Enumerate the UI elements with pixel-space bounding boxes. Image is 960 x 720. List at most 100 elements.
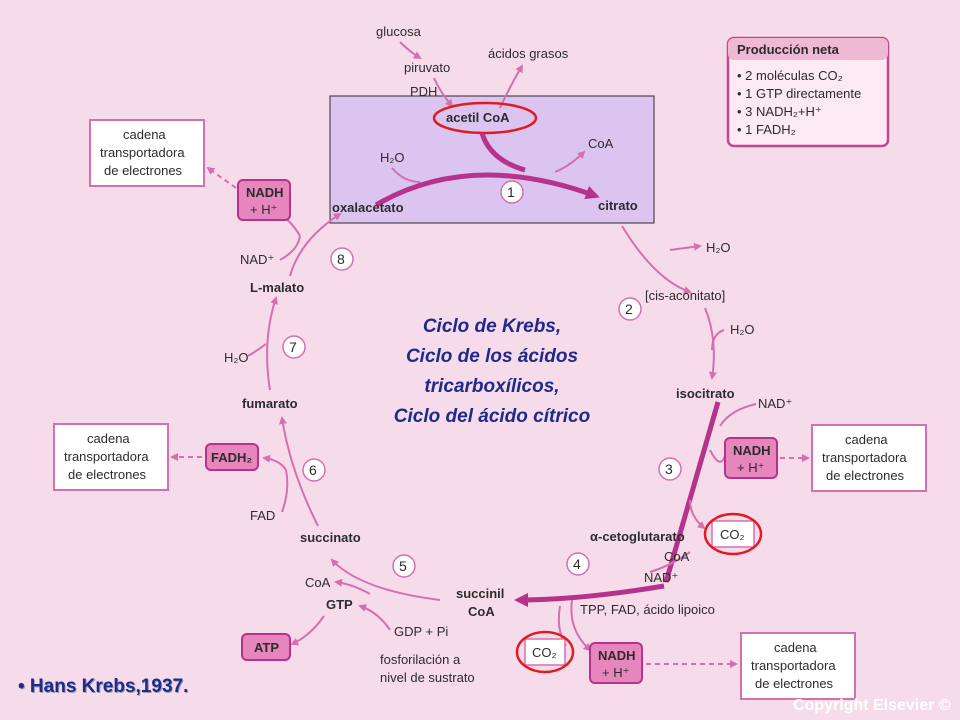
h2o-step2-arrow <box>669 242 702 251</box>
step-2-badge <box>618 297 642 321</box>
step-6-badge <box>302 458 326 482</box>
nad-step8-label: NAD⁺ <box>240 252 274 267</box>
step-5-number: 5 <box>399 558 407 574</box>
step1-main-arrow <box>374 172 600 208</box>
chain-line2: transportadora <box>822 450 907 465</box>
proton-label: + H⁺ <box>250 202 277 217</box>
step-4-badge <box>566 552 590 576</box>
co2-box-step4 <box>524 638 566 666</box>
co2-highlight-step4 <box>515 630 575 674</box>
acetil-coa-merge <box>479 132 526 173</box>
step-8-badge <box>330 247 354 271</box>
step4-main-arrow <box>514 583 665 607</box>
chain-line3: de electrones <box>826 468 905 483</box>
production-header <box>728 38 888 60</box>
coa-step4-label: CoA <box>664 549 690 564</box>
electron-chain-box-top-left <box>89 119 205 187</box>
h2o-step1-arrow <box>391 167 421 183</box>
fosforilacion-label: fosforilación a <box>380 652 461 667</box>
electron-chain-box-left <box>53 423 169 491</box>
glucosa-label: glucosa <box>376 24 422 39</box>
acetil-coa-label: acetil CoA <box>446 110 510 125</box>
cycle-title-line3: tricarboxílicos, <box>424 376 559 397</box>
h2o-step2b-arrow <box>711 329 725 351</box>
succinil-coa-label: succinil <box>456 586 504 601</box>
succinato-label: succinato <box>300 530 361 545</box>
chain-line2: transportadora <box>64 449 149 464</box>
chain-line1: cadena <box>774 640 817 655</box>
atp-arrow <box>290 615 325 646</box>
co2-label: CO₂ <box>720 527 745 542</box>
nad-step3-label: NAD⁺ <box>758 396 792 411</box>
step-7-badge <box>282 335 306 359</box>
proton-label: + H⁺ <box>737 460 764 475</box>
cycle-title-line2: Ciclo de los ácidos <box>406 346 578 367</box>
piruvato-label: piruvato <box>404 60 450 75</box>
nadh-label: NADH <box>733 443 771 458</box>
production-item: • 1 FADH₂ <box>737 122 796 137</box>
isocitrato-label: isocitrato <box>676 386 735 401</box>
fadh2-label: FADH₂ <box>211 450 252 465</box>
production-item: • 1 GTP directamente <box>737 86 861 101</box>
production-item: • 3 NADH₂+H⁺ <box>737 104 822 119</box>
piruvato-arrow <box>433 77 454 108</box>
copyright-watermark: Copyright Elsevier © <box>793 697 951 714</box>
fadh2-carrier <box>205 443 259 471</box>
h2o-step2-label: H₂O <box>706 240 731 255</box>
co2-box-step3 <box>711 520 755 548</box>
step8-arrow <box>289 212 342 277</box>
citrato-label: citrato <box>598 198 638 213</box>
h2o-step7-arrow <box>247 343 267 357</box>
step-7-number: 7 <box>289 339 297 355</box>
fosforilacion-label-2: nivel de sustrato <box>380 670 475 685</box>
step-8-number: 8 <box>337 251 345 267</box>
atp-carrier <box>241 633 291 661</box>
fad-arrow <box>281 469 289 513</box>
step7-arrow <box>266 296 278 391</box>
nadh-carrier-step3 <box>724 437 778 479</box>
cycle-title-line1: Ciclo de Krebs, <box>423 316 561 337</box>
nadh-step4-arrow <box>570 599 592 652</box>
glucosa-arrow <box>399 41 422 60</box>
nadh-label: NADH <box>246 185 284 200</box>
acetil-coa-highlight <box>432 101 538 135</box>
nadh-carrier-step4 <box>589 642 643 684</box>
production-item: • 2 moléculas CO₂ <box>737 68 843 83</box>
chain-line3: de electrones <box>755 676 834 691</box>
step6-arrow <box>278 416 319 527</box>
electron-chain-box-right <box>811 424 927 492</box>
acidos-grasos-label: ácidos grasos <box>488 46 569 61</box>
h2o-step7-label: H₂O <box>224 350 249 365</box>
oxalacetato-label: oxalacetato <box>332 200 404 215</box>
co2-highlight-step3 <box>703 512 763 556</box>
tpp-label: TPP, FAD, ácido lipoico <box>580 602 715 617</box>
chain-line3: de electrones <box>104 163 183 178</box>
fumarato-label: fumarato <box>242 396 298 411</box>
co2-label: CO₂ <box>532 645 557 660</box>
cisaconitato-to-isocitrato-arrow <box>704 307 717 380</box>
step-4-number: 4 <box>573 556 581 572</box>
l-malato-label: L-malato <box>250 280 304 295</box>
nadh-step3-arrow <box>709 449 726 463</box>
h2o-step1-label: H₂O <box>380 150 405 165</box>
nadh-carrier-step8 <box>237 179 291 221</box>
to-chain-arrow-step8 <box>206 166 237 189</box>
coa-step5-label: CoA <box>305 575 331 590</box>
cis-aconitato-label: [cis-aconitato] <box>645 288 725 303</box>
author-credit: • Hans Krebs,1937. <box>18 676 189 697</box>
chain-line1: cadena <box>87 431 130 446</box>
step3-main-arrow <box>663 401 721 583</box>
nad-step8-arrow <box>279 235 301 261</box>
nadh-label: NADH <box>598 648 636 663</box>
production-title: Producción neta <box>737 42 840 57</box>
gtp-label: GTP <box>326 597 353 612</box>
coa-step4-arrow <box>649 551 691 573</box>
step-6-number: 6 <box>309 462 317 478</box>
step5-arrow <box>330 558 441 601</box>
chain-line1: cadena <box>123 127 166 142</box>
step-5-badge <box>392 554 416 578</box>
fadh2-arrow <box>262 454 287 471</box>
chain-line1: cadena <box>845 432 888 447</box>
proton-label: + H⁺ <box>602 665 629 680</box>
